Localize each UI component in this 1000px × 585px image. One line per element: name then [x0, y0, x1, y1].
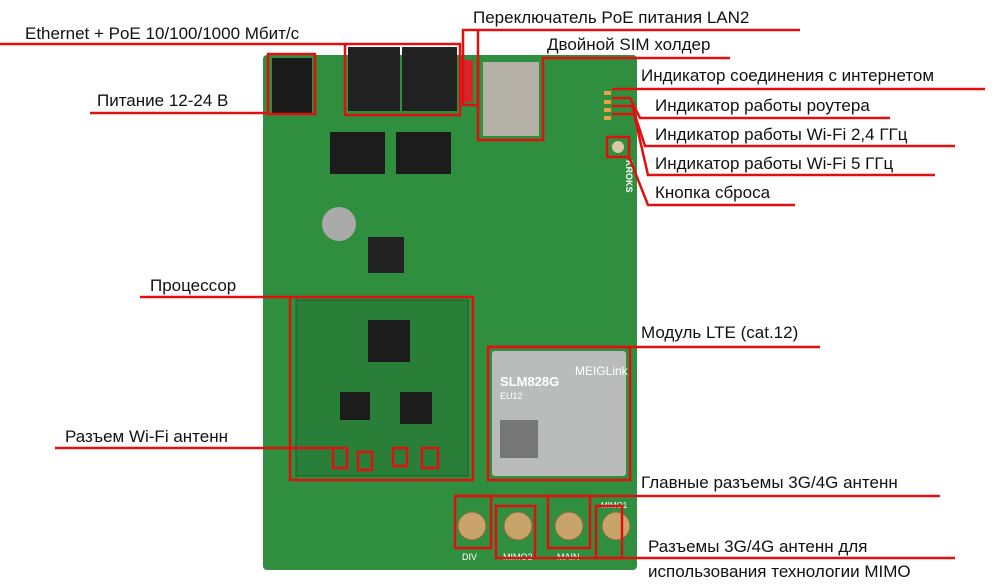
ethernet-chip-2 [396, 132, 451, 174]
label-lte: Модуль LTE (cat.12) [641, 323, 799, 342]
module-variant: EU12 [500, 391, 523, 401]
label-ethernet: Ethernet + PoE 10/100/1000 Мбит/с [25, 24, 300, 43]
qr-code [500, 420, 538, 458]
label-reset: Кнопка сброса [655, 183, 771, 202]
capacitor [322, 207, 356, 241]
label-led-internet: Индикатор соединения с интернетом [641, 66, 935, 85]
ethernet-port-2 [402, 47, 457, 111]
label-power: Питание 12-24 В [97, 91, 229, 110]
cpu-chip [368, 320, 410, 362]
label-mimo-antenna-2: использования технологии MIMO [648, 562, 911, 581]
sma-connectors [457, 511, 631, 541]
label-cpu: Процессор [150, 276, 237, 295]
annotations [0, 28, 985, 560]
label-led-router: Индикатор работы роутера [655, 96, 870, 115]
ram-chip-2 [400, 392, 432, 424]
module-model: SLM828G [500, 374, 559, 389]
module-brand: MEIGLink [575, 364, 629, 378]
ram-chip-1 [340, 392, 370, 420]
label-poe-switch: Переключатель PoE питания LAN2 [473, 8, 750, 27]
inductor [368, 237, 404, 273]
ethernet-port-1 [348, 47, 400, 111]
power-jack [272, 58, 312, 113]
status-leds [604, 91, 611, 120]
sim-holder [483, 62, 539, 136]
label-mimo-antenna-1: Разъемы 3G/4G антенн для [648, 537, 868, 556]
label-led-wifi24: Индикатор работы Wi-Fi 2,4 ГГц [655, 125, 908, 144]
connector-label-div: DIV [462, 552, 477, 562]
label-led-wifi5: Индикатор работы Wi-Fi 5 ГГц [655, 154, 894, 173]
ethernet-chip-1 [330, 132, 385, 174]
label-main-antenna: Главные разъемы 3G/4G антенн [641, 473, 898, 492]
reset-button [612, 141, 624, 153]
brand-mark: KROKS [624, 160, 634, 193]
label-sim: Двойной SIM холдер [547, 35, 711, 54]
label-wifi-antenna: Разъем Wi-Fi антенн [65, 427, 228, 446]
